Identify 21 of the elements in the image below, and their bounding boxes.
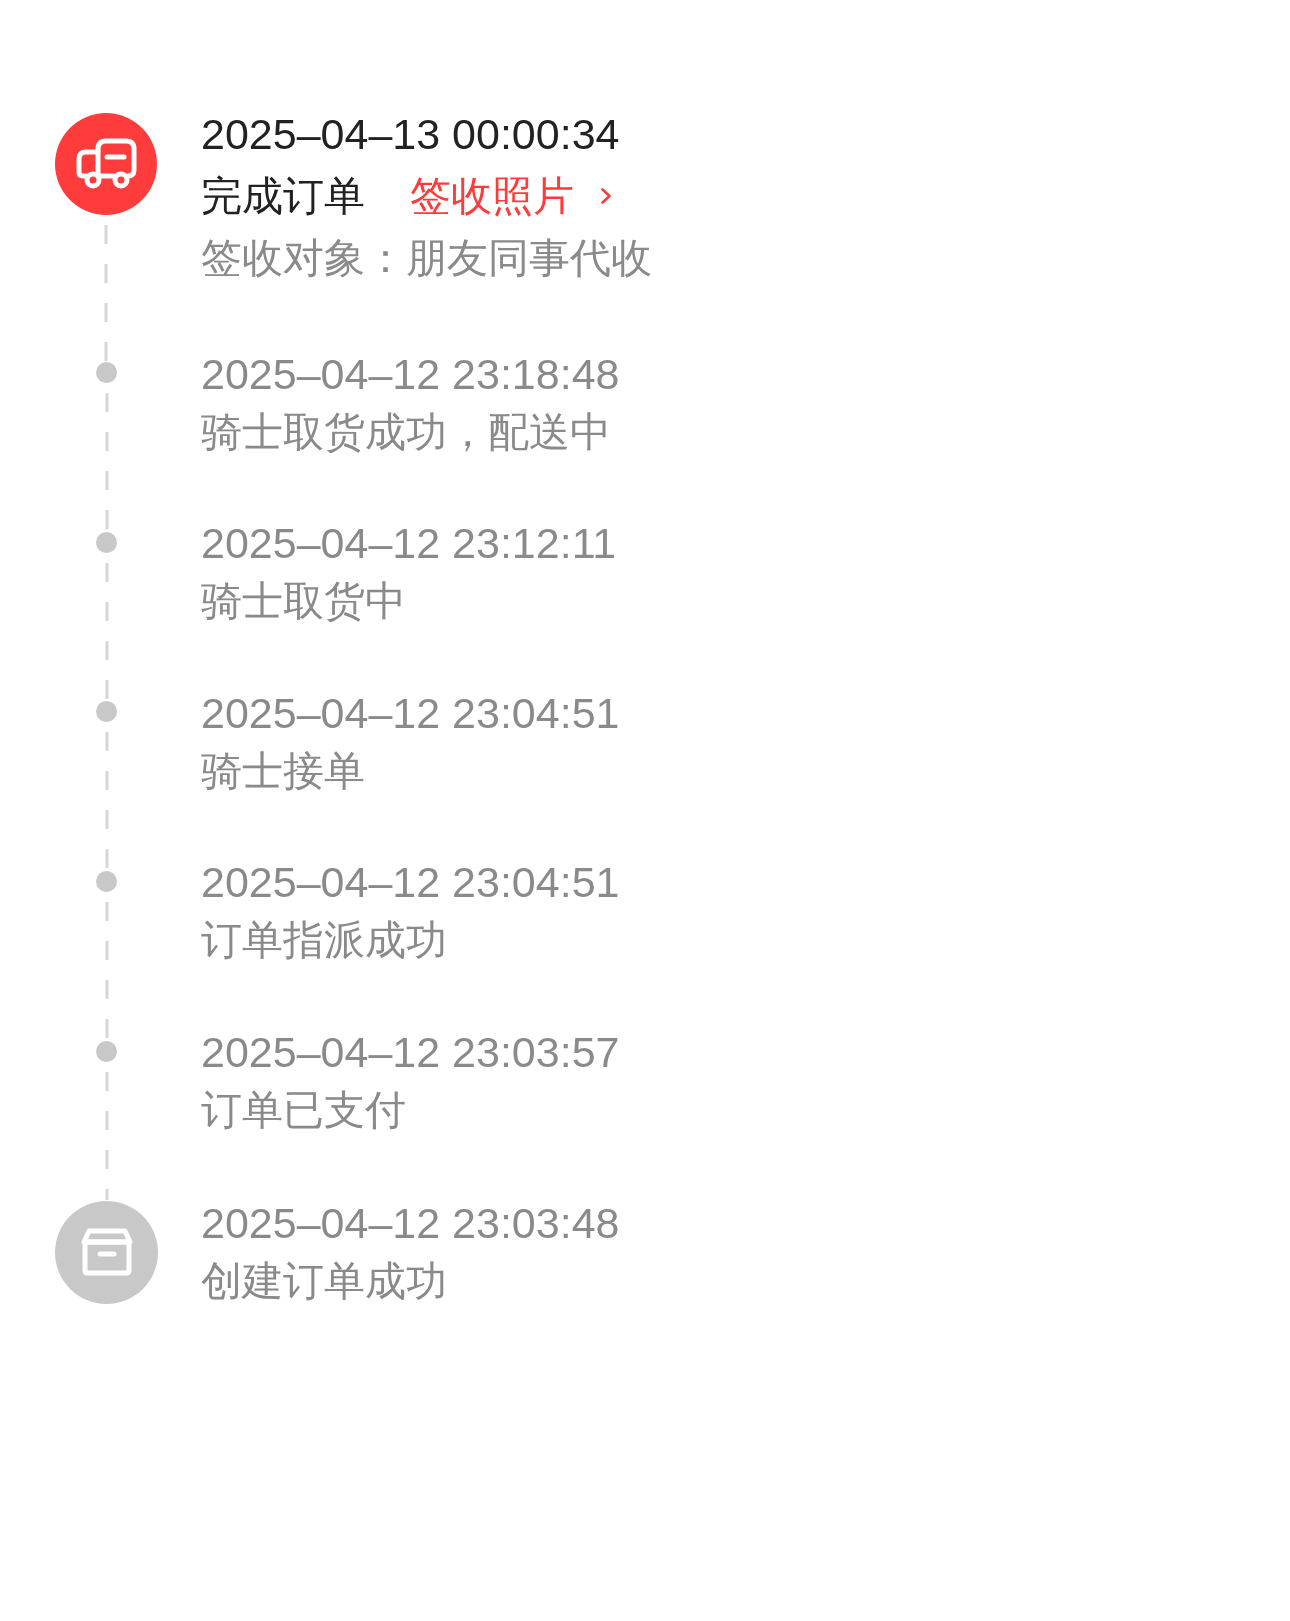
status-text: 骑士接单 [201, 750, 365, 792]
status-text: 创建订单成功 [201, 1260, 447, 1302]
receipt-photo-link: 签收照片 [410, 175, 612, 217]
status-text: 完成订单 [201, 175, 365, 217]
status-text: 骑士取货成功，配送中 [201, 411, 611, 453]
recipient-text: 签收对象：朋友同事代收 [201, 237, 652, 279]
timestamp: 2025–04–13 00:00:34 [201, 113, 620, 156]
timestamp: 2025–04–12 23:18:48 [201, 352, 620, 396]
timestamp: 2025–04–12 23:03:57 [201, 1031, 620, 1074]
timestamp: 2025–04–12 23:03:48 [201, 1201, 620, 1245]
timeline-dot [96, 870, 117, 892]
status-text: 订单已支付 [201, 1090, 406, 1131]
status-text: 骑士取货中 [201, 581, 406, 622]
timeline-dot [96, 531, 117, 553]
timestamp: 2025–04–12 23:04:51 [201, 691, 620, 735]
status-text: 订单指派成功 [201, 920, 447, 961]
timeline-dot [96, 1040, 117, 1062]
timestamp: 2025–04–12 23:04:51 [201, 861, 620, 904]
timeline-dot [96, 362, 117, 383]
timeline-dot [96, 701, 117, 722]
timestamp: 2025–04–12 23:12:11 [201, 522, 617, 565]
